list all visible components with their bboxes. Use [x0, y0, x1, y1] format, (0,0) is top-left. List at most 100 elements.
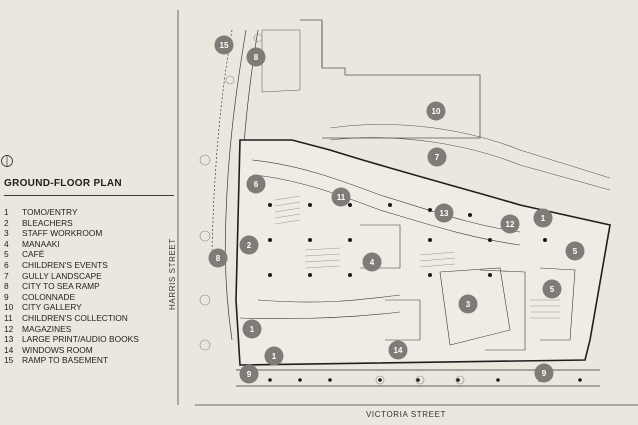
room-marker — [246, 174, 266, 194]
column-grid — [268, 203, 582, 382]
street-kerbs — [177, 10, 638, 406]
legend-item: 11 CHILDREN'S COLLECTION — [4, 313, 139, 324]
room-marker — [533, 208, 553, 228]
room-marker — [426, 101, 446, 121]
room-marker — [208, 248, 228, 268]
room-marker — [331, 187, 351, 207]
legend-item-label: MANAAKI — [22, 238, 60, 249]
room-marker — [246, 47, 266, 67]
room-marker-label: 1 — [541, 214, 546, 223]
legend-item: 1 TOMO/ENTRY — [4, 207, 139, 218]
room-marker-label: 5 — [550, 285, 555, 294]
room-marker-label: 5 — [573, 247, 578, 256]
legend-item: 8 CITY TO SEA RAMP — [4, 281, 139, 292]
legend-item-label: CITY TO SEA RAMP — [22, 281, 100, 292]
legend-item: 3 STAFF WORKROOM — [4, 228, 139, 239]
legend-item: 7 GULLY LANDSCAPE — [4, 271, 139, 282]
legend-item: 6 CHILDREN'S EVENTS — [4, 260, 139, 271]
legend-item-number: 14 — [4, 344, 14, 355]
room-marker-label: 14 — [394, 346, 403, 355]
legend-item-label: CITY GALLERY — [22, 302, 82, 313]
legend-item-number: 6 — [4, 259, 9, 270]
legend-item: 2 BLEACHERS — [4, 218, 139, 229]
room-marker — [362, 252, 382, 272]
room-marker — [264, 346, 284, 366]
room-marker — [239, 235, 259, 255]
room-marker — [565, 241, 585, 261]
room-marker-label: 6 — [254, 180, 259, 189]
legend-item-label: WINDOWS ROOM — [22, 344, 93, 355]
room-marker — [542, 279, 562, 299]
room-marker — [427, 147, 447, 167]
room-marker — [242, 319, 262, 339]
legend-item-number: 3 — [4, 228, 9, 239]
room-marker — [434, 203, 454, 223]
room-marker-label: 1 — [272, 352, 277, 361]
legend-item-label: MAGAZINES — [22, 323, 72, 334]
legend-item-label: STAFF WORKROOM — [22, 228, 103, 239]
room-marker-label: 9 — [247, 370, 252, 379]
room-marker-label: 13 — [440, 209, 449, 218]
legend-item: 5 CAFÉ — [4, 249, 139, 260]
legend-item-number: 9 — [4, 291, 9, 302]
legend-item: 4 MANAAKI — [4, 239, 139, 250]
legend-item: 14 WINDOWS ROOM — [4, 345, 139, 356]
legend-item-number: 1 — [4, 207, 9, 217]
legend-item-number: 4 — [4, 238, 9, 249]
room-marker — [388, 340, 408, 360]
room-marker — [214, 35, 234, 55]
room-marker — [500, 214, 520, 234]
north-arrow-icon — [0, 154, 14, 173]
room-marker-label: 11 — [337, 193, 346, 202]
trees — [199, 33, 465, 385]
legend-item-number: 10 — [4, 302, 14, 313]
legend-item-label: CAFÉ — [22, 249, 45, 260]
room-marker-label: 12 — [506, 220, 515, 229]
victoria-street-label: VICTORIA STREET — [366, 410, 446, 419]
room-marker-label: 9 — [542, 369, 547, 378]
room-marker — [239, 364, 259, 384]
legend-item-label: BLEACHERS — [22, 217, 73, 228]
legend-item: 12 MAGAZINES — [4, 324, 139, 335]
legend-title: GROUND-FLOOR PLAN — [4, 178, 122, 189]
building-footprint — [235, 139, 611, 366]
legend-item-number: 11 — [4, 312, 13, 323]
room-marker-label: 2 — [247, 241, 252, 250]
interior-linework — [239, 159, 576, 351]
room-marker-label: 15 — [220, 41, 229, 50]
legend-item-label: TOMO/ENTRY — [22, 207, 78, 217]
room-marker — [534, 363, 554, 383]
legend-list: 1 TOMO/ENTRY 2 BLEACHERS 3 STAFF WORKROOM 4 MAN… — [4, 207, 139, 366]
legend-item-label: CHILDREN'S EVENTS — [22, 259, 108, 270]
legend-item: 13 LARGE PRINT/AUDIO BOOKS — [4, 334, 139, 345]
room-marker-label: 1 — [250, 325, 255, 334]
legend-item-label: GULLY LANDSCAPE — [22, 270, 102, 281]
legend-item-number: 7 — [4, 270, 9, 281]
legend-divider — [4, 195, 174, 196]
legend-item-number: 5 — [4, 249, 9, 260]
room-marker-label: 3 — [466, 300, 471, 309]
legend-item: 10 CITY GALLERY — [4, 302, 139, 313]
room-marker-label: 10 — [432, 107, 441, 116]
legend-item-label: LARGE PRINT/AUDIO BOOKS — [22, 334, 139, 345]
legend-item-number: 2 — [4, 217, 9, 228]
legend-item-number: 8 — [4, 281, 9, 292]
room-marker-label: 8 — [254, 53, 259, 62]
room-marker-label: 7 — [435, 153, 440, 162]
context-buildings — [261, 19, 611, 191]
legend-item-number: 13 — [4, 334, 14, 345]
legend-item-label: RAMP TO BASEMENT — [22, 355, 109, 366]
room-marker — [458, 294, 478, 314]
shelving-rows — [274, 195, 560, 319]
harris-street-label: HARRIS STREET — [168, 238, 177, 310]
room-marker-label: 8 — [216, 254, 221, 263]
room-marker-label: 4 — [370, 258, 375, 267]
legend-item: 9 COLONNADE — [4, 292, 139, 303]
legend-item-number: 12 — [4, 323, 14, 334]
legend-item-label: COLONNADE — [22, 291, 76, 302]
legend-item-label: CHILDREN'S COLLECTION — [22, 312, 128, 323]
